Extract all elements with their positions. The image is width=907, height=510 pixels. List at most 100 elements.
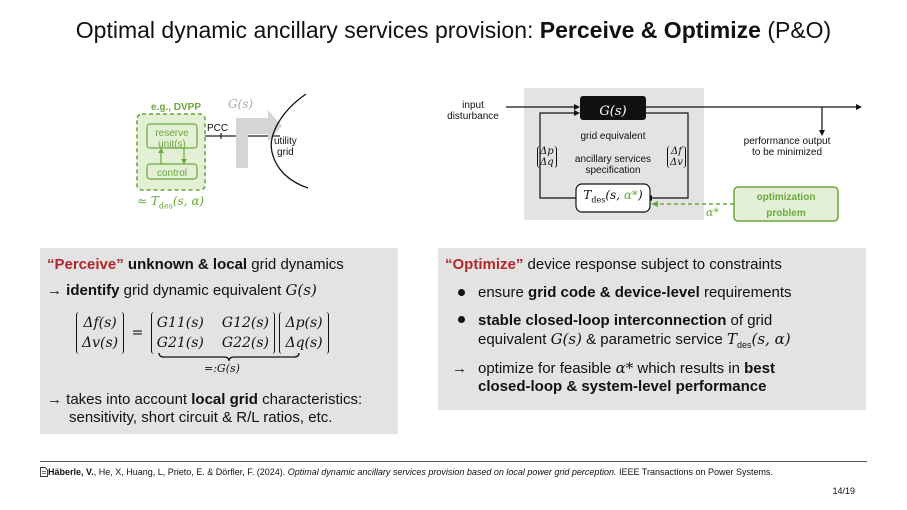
document-icon (40, 467, 48, 477)
tdes-args: (s, α) (172, 194, 205, 208)
reserve-units-box (146, 123, 198, 149)
lhs-1: Δf(s) (83, 315, 117, 331)
arrow-2: → (47, 391, 62, 408)
tdes-args-b: ) (637, 188, 643, 202)
identify-math: G(s) (285, 281, 317, 299)
lhs-vector: Δf(s)Δv(s) (76, 312, 125, 354)
gs-block-label: G(s) (599, 104, 627, 119)
b1-b: requirements (699, 284, 792, 301)
optimize-bullet-1: ensure grid code & device-level requirem… (478, 282, 792, 303)
control-box (146, 163, 198, 180)
tdes-alpha: α* (623, 188, 638, 202)
optimize-line-1: “Optimize” device response subject to co… (445, 254, 782, 275)
ref-journal: IEEE Transactions on Power Systems. (616, 467, 774, 477)
gs-grey-label: G(s) (228, 97, 254, 111)
reference: Häberle, V., He, X, Huang, L, Prieto, E.… (48, 467, 773, 477)
loop-left-head (574, 110, 580, 116)
grid-equivalent-label: grid equivalent (580, 131, 646, 142)
g21: G21(s) (156, 335, 204, 351)
tdes-block-label: Tdes(s, α*) (576, 188, 650, 204)
perceive-line-1: “Perceive” unknown & local grid dynamics (47, 254, 344, 275)
b2-l2-sub: des (737, 340, 752, 350)
tdes-sub-r: des (591, 195, 606, 205)
control-diagram (506, 88, 862, 222)
matrix-equation: Δf(s)Δv(s) = G11(s) G12(s) G21(s) G22(s) Δ… (76, 312, 329, 354)
slide-title: Optimal dynamic ancillary services provi… (0, 17, 907, 44)
perceive-rest: grid dynamics (247, 256, 344, 273)
footer-rule (40, 461, 867, 462)
perceive-keyword: “Perceive” (47, 256, 124, 273)
arrow-down-head (181, 159, 187, 164)
loop-left (539, 112, 576, 199)
g-matrix: G11(s) G12(s) G21(s) G22(s) (150, 312, 275, 354)
local-grid-bold: local grid (191, 391, 258, 408)
tdes-args-a: (s, (605, 188, 624, 202)
rhs-vector: Δp(s)Δq(s) (279, 312, 329, 354)
l4-b: which results in (633, 360, 745, 377)
title-bold: Perceive & Optimize (539, 17, 761, 43)
b2-l2-a: equivalent (478, 331, 551, 348)
bullet-icon (458, 289, 465, 296)
pcc-label: PCC (207, 123, 229, 134)
tdes-approx-label: ≈ Tdes(s, α) (137, 194, 204, 210)
output-arrow-head (856, 104, 862, 110)
l4-alpha: α* (615, 359, 634, 377)
dp: Δp (540, 146, 554, 157)
underbrace-label: =:G(s) (204, 362, 240, 375)
optimize-arrow: → (452, 360, 467, 377)
b1-a: ensure (478, 284, 529, 301)
arrow-1: → (47, 282, 62, 299)
utility-grid-curve (270, 93, 309, 189)
input-arrow-head (574, 104, 580, 110)
rhs-2: Δq(s) (285, 335, 323, 351)
optimize-line-5: closed-loop & system-level performance (478, 376, 766, 397)
utility-label-1: utility (274, 136, 297, 147)
underbrace (158, 352, 300, 362)
ref-author: Häberle, V. (48, 467, 94, 477)
optimize-bullet-2-line-2: equivalent G(s) & parametric service Tde… (478, 329, 791, 356)
identify-rest: grid dynamic equivalent (119, 282, 286, 299)
utility-label-2: grid (277, 147, 294, 158)
takes-into-account: takes into account (62, 391, 192, 408)
input-label-2: disturbance (447, 111, 499, 122)
b2-l2-args: (s, α) (751, 330, 791, 348)
ancillary-1: ancillary services (574, 154, 652, 165)
g22: G22(s) (221, 335, 269, 351)
b2-a: of grid (726, 312, 773, 329)
perceive-line-5: sensitivity, short circuit & R/L ratios,… (69, 409, 333, 426)
page-number: 14/19 (832, 486, 855, 496)
dv: Δv (670, 157, 683, 168)
g11: G11(s) (156, 315, 204, 331)
alpha-arrow-head (651, 201, 658, 207)
g12: G12(s) (221, 315, 269, 331)
reserve-label-1: reserve (155, 128, 189, 139)
alpha-star-label: α* (706, 206, 719, 219)
l5-bold: closed-loop & system-level performance (478, 378, 767, 395)
identify-bold: identify (66, 282, 120, 299)
dvpp-diagram (136, 93, 309, 191)
optimize-panel (438, 248, 866, 410)
ancillary-2: specification (585, 165, 641, 176)
tdes-block (575, 183, 651, 213)
equals-sign: = (131, 325, 144, 341)
df: Δf (670, 146, 682, 157)
title-suffix: (P&O) (760, 17, 832, 43)
b2-l2-math1: G(s) (550, 330, 582, 348)
optimize-keyword: “Optimize” (445, 256, 524, 273)
reserve-label-2: unit(s) (158, 139, 186, 150)
opt-2: problem (766, 208, 806, 219)
b2-l2-math2: T (727, 330, 738, 348)
perf-2: to be minimized (751, 147, 823, 158)
ref-title: Optimal dynamic ancillary services provi… (287, 467, 617, 477)
dq: Δq (540, 157, 554, 168)
tdes-main: ≈ T (137, 194, 159, 208)
l4-a: optimize for feasible (478, 360, 616, 377)
input-label-1: input (462, 100, 484, 111)
